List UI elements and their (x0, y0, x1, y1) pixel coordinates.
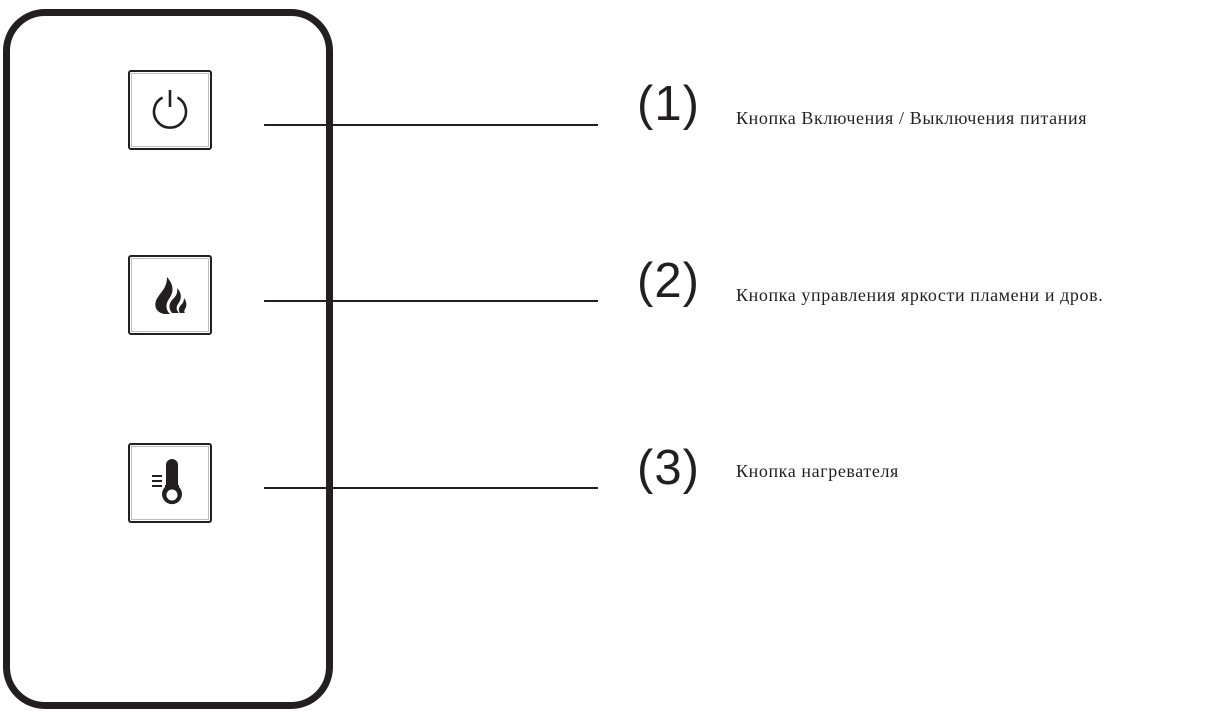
callout-label-heater: Кнопка нагревателя (736, 461, 899, 481)
thermometer-icon (152, 459, 182, 505)
flame-button[interactable] (128, 255, 212, 335)
flame-icon (155, 277, 187, 314)
power-icon (152, 90, 188, 129)
remote-control-outline (3, 9, 333, 709)
callout-label-power: Кнопка Включения / Выключения питания (736, 108, 1088, 128)
callout-number-1: (1) (637, 77, 700, 131)
callout-label-flame: Кнопка управления яркости пламени и дров… (736, 285, 1104, 305)
leader-line-1 (264, 124, 598, 126)
leader-line-2 (264, 300, 598, 302)
flame-button-face (131, 258, 209, 332)
heater-button-face (131, 446, 209, 520)
heater-button[interactable] (128, 443, 212, 523)
callout-number-3: (3) (637, 441, 700, 495)
leader-line-3 (264, 487, 598, 489)
power-button-face (131, 73, 209, 147)
power-button[interactable] (128, 70, 212, 150)
callout-number-2: (2) (637, 254, 700, 308)
